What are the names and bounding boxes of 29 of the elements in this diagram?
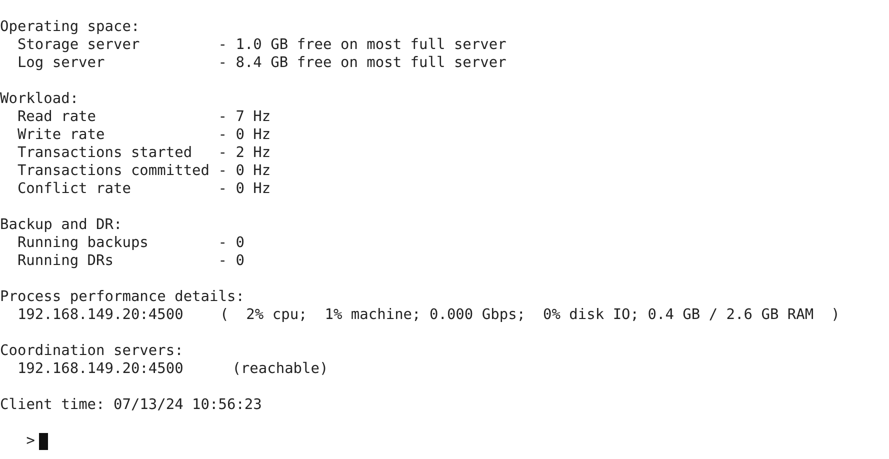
field-value: - 2 Hz bbox=[218, 144, 271, 162]
field-value: (reachable) bbox=[232, 360, 328, 378]
field-value: - 0 Hz bbox=[218, 162, 271, 180]
field-value: - 0 Hz bbox=[218, 180, 271, 198]
field-value: - 8.4 GB free on most full server bbox=[218, 54, 506, 72]
field-name: Write rate bbox=[17, 126, 105, 144]
field-name: Conflict rate bbox=[17, 180, 131, 198]
client-time-line: Client time: 07/13/24 10:56:23 bbox=[0, 396, 262, 414]
field-name: Log server bbox=[17, 54, 105, 72]
section-heading: Coordination servers: bbox=[0, 342, 184, 360]
section-heading: Process performance details: bbox=[0, 288, 244, 306]
prompt: > bbox=[26, 432, 35, 450]
field-value: ( 2% cpu; 1% machine; 0.000 Gbps; 0% disk IO; 0.4 GB / 2.6 GB RAM ) bbox=[220, 306, 840, 324]
field-value: - 0 Hz bbox=[218, 126, 271, 144]
ip-address: 192.168.149.20:4500 bbox=[17, 306, 184, 324]
field-value: - 7 Hz bbox=[218, 108, 271, 126]
field-value: - 0 bbox=[218, 234, 244, 252]
section-heading: Backup and DR: bbox=[0, 216, 122, 234]
field-name: Running DRs bbox=[17, 252, 114, 270]
section-heading: Workload: bbox=[0, 90, 79, 108]
ip-address: 192.168.149.20:4500 bbox=[17, 360, 184, 378]
field-value: - 0 bbox=[218, 252, 244, 270]
field-name: Storage server bbox=[17, 36, 140, 54]
field-name: Read rate bbox=[17, 108, 96, 126]
field-name: Transactions started bbox=[17, 144, 192, 162]
field-name: Running backups bbox=[17, 234, 148, 252]
field-value: - 1.0 GB free on most full server bbox=[218, 36, 506, 54]
section-heading: Operating space: bbox=[0, 18, 140, 36]
field-name: Transactions committed bbox=[17, 162, 210, 180]
